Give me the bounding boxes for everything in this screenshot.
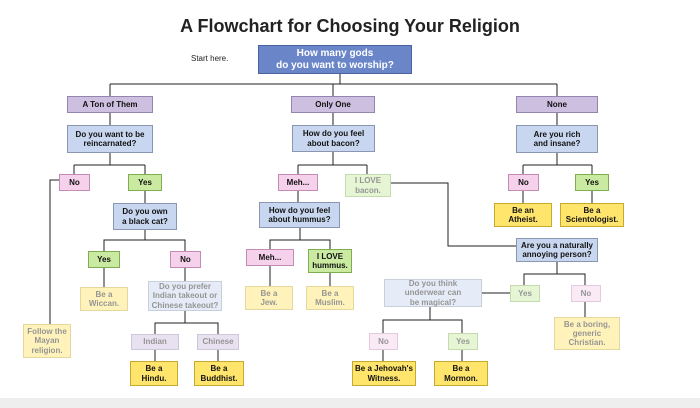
category-ton: A Ton of Them <box>67 96 153 113</box>
reincarnated-yes: Yes <box>128 174 162 191</box>
question-black-cat: Do you own a black cat? <box>113 203 177 230</box>
answer-wiccan: Be a Wiccan. <box>80 287 128 311</box>
reincarnated-no: No <box>59 174 90 191</box>
bacon-meh: Meh... <box>278 174 318 191</box>
category-one: Only One <box>291 96 375 113</box>
question-rich: Are you rich and insane? <box>516 125 598 153</box>
rich-yes: Yes <box>575 174 609 191</box>
question-hummus: How do you feel about hummus? <box>259 202 340 228</box>
hummus-love: I LOVE hummus. <box>308 249 352 273</box>
annoying-yes: Yes <box>510 285 540 302</box>
answer-buddhist: Be a Buddhist. <box>194 361 244 386</box>
underwear-yes: Yes <box>448 333 478 350</box>
answer-christian: Be a boring, generic Christian. <box>554 317 620 350</box>
bacon-love: I LOVE bacon. <box>345 174 391 197</box>
black-cat-no: No <box>170 251 201 268</box>
question-takeout: Do you prefer Indian takeout or Chinese … <box>148 281 222 311</box>
question-annoying: Are you a naturally annoying person? <box>516 238 598 262</box>
start-label: Start here. <box>191 54 229 63</box>
answer-scientologist: Be a Scientologist. <box>560 203 624 227</box>
question-underwear: Do you think underwear can be magical? <box>384 279 482 307</box>
answer-mormon: Be a Mormon. <box>434 361 488 386</box>
takeout-indian: Indian <box>131 334 179 350</box>
question-bacon: How do you feel about bacon? <box>292 125 375 152</box>
answer-jehovah: Be a Jehovah's Witness. <box>352 361 416 386</box>
question-reincarnated: Do you want to be reincarnated? <box>67 125 153 153</box>
answer-hindu: Be a Hindu. <box>130 361 178 386</box>
rich-no: No <box>508 174 539 191</box>
takeout-chinese: Chinese <box>197 334 239 350</box>
annoying-no: No <box>571 285 601 302</box>
answer-muslim: Be a Muslim. <box>306 286 354 310</box>
bottom-watermark-band <box>0 398 700 408</box>
underwear-no: No <box>369 333 398 350</box>
start-question: How many gods do you want to worship? <box>258 45 412 74</box>
black-cat-yes: Yes <box>88 251 120 268</box>
page-title: A Flowchart for Choosing Your Religion <box>180 16 520 36</box>
answer-jew: Be a Jew. <box>245 286 293 310</box>
hummus-meh: Meh... <box>246 249 294 266</box>
answer-mayan: Follow the Mayan religion. <box>23 324 71 358</box>
category-none: None <box>516 96 598 113</box>
answer-atheist: Be an Atheist. <box>494 203 552 227</box>
